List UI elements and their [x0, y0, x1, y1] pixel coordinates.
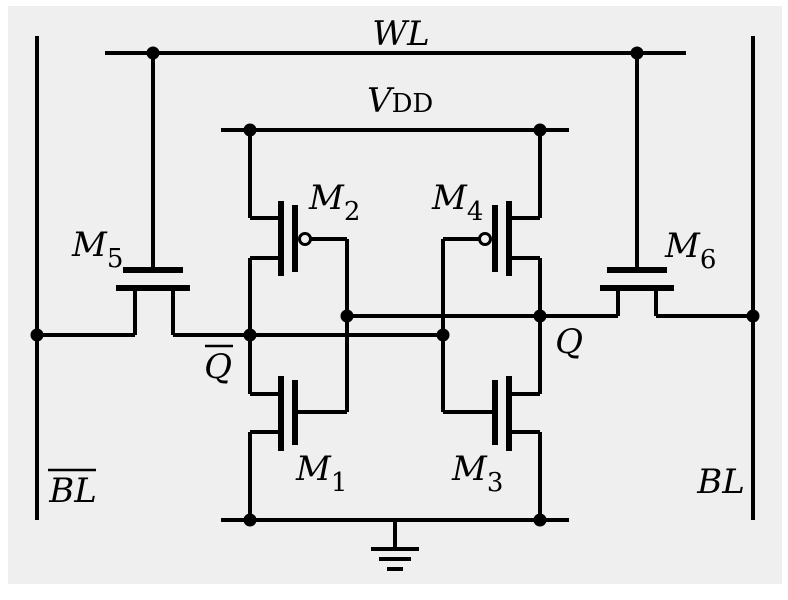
qbar-label: Q	[204, 347, 232, 387]
ground-icon	[371, 547, 419, 571]
m4-label: M4	[431, 178, 483, 227]
m1-label: M1	[295, 449, 347, 498]
m2-label: M2	[308, 178, 360, 227]
transistor-m1	[248, 335, 347, 520]
transistor-m6	[540, 267, 753, 318]
bitline-label: BL	[696, 462, 745, 502]
m5-label: M5	[71, 225, 123, 274]
bitline-bar-label: BL	[48, 471, 97, 511]
m6-label: M6	[664, 226, 716, 275]
m3-label: M3	[451, 449, 503, 498]
vdd-label: VDD	[367, 81, 433, 121]
q-label: Q	[555, 322, 583, 362]
transistor-m5	[37, 267, 250, 337]
junction-dots	[30, 46, 760, 527]
wordline-label: WL	[372, 14, 430, 54]
transistor-m3	[443, 316, 542, 520]
transistor-m4	[443, 130, 542, 316]
transistor-m2	[248, 130, 347, 335]
